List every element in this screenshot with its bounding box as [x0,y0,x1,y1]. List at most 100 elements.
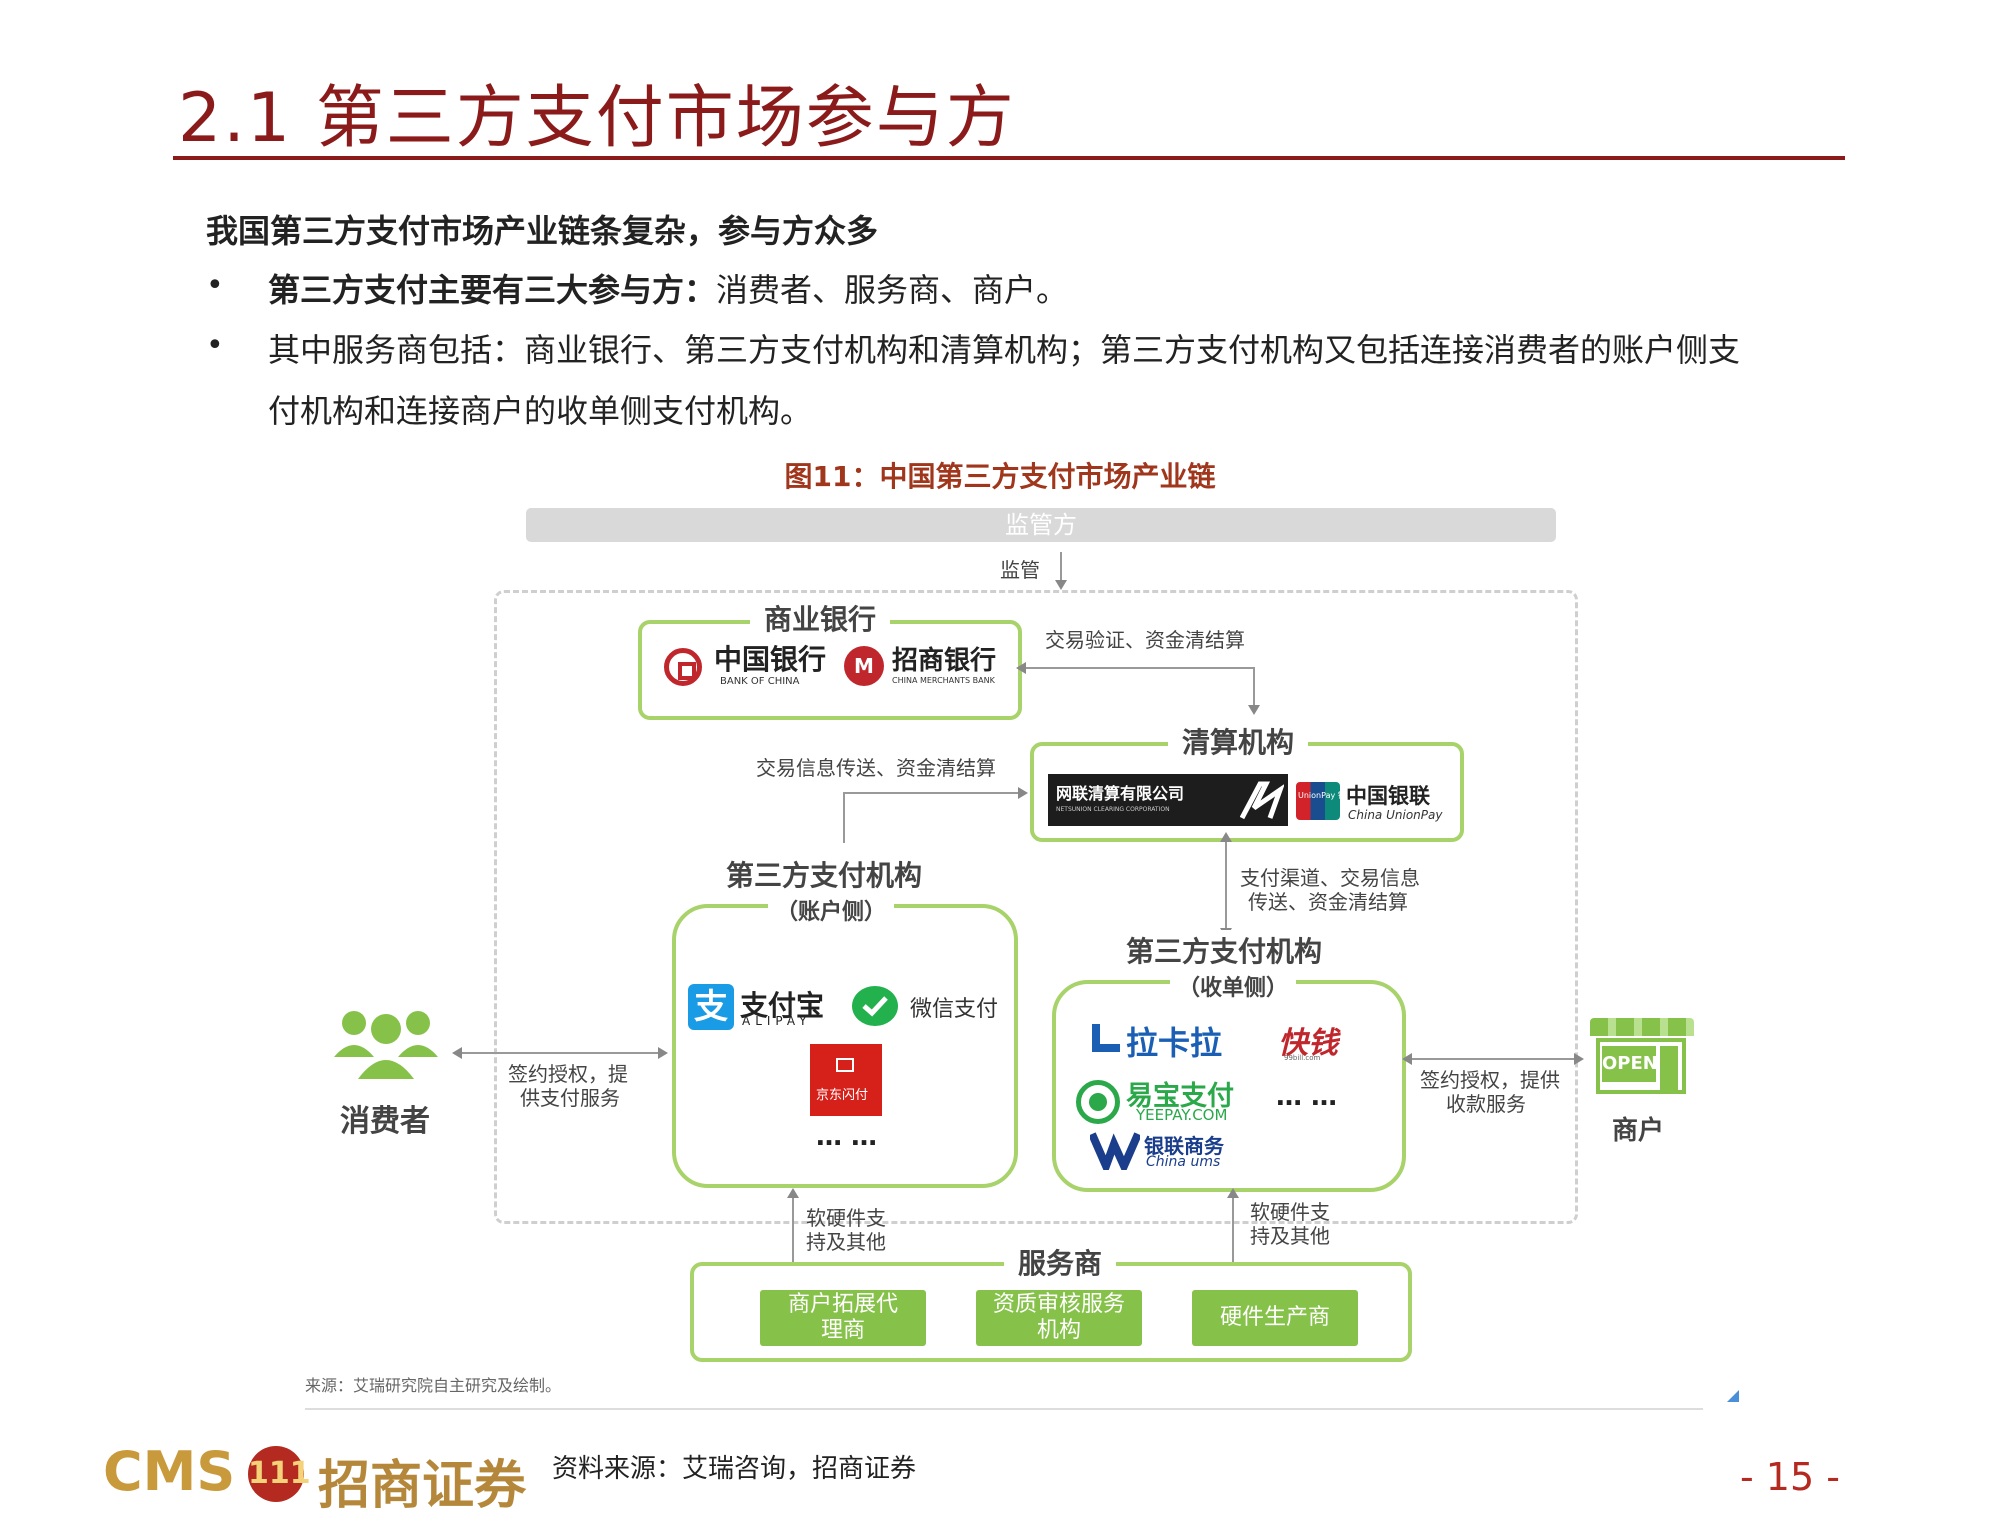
boc-name: 中国银行 [714,643,827,676]
yeepay-logo-icon [1076,1080,1120,1124]
bullet-2-line-1: 其中服务商包括：商业银行、第三方支付机构和清算机构；第三方支付机构又包括连接消费… [268,331,1741,369]
boc-logo-icon [664,648,702,686]
merchant-label: 商户 [1612,1116,1665,1146]
merchant-sign: OPEN [1602,1046,1658,1082]
page-number: - 15 - [1740,1455,1840,1499]
corner-mark-icon [1727,1390,1739,1402]
wechat-pay-name: 微信支付 [910,997,999,1022]
acquiring-side-box: 拉卡拉 快钱 99bill.com 易宝支付 YEEPAY.COM … … 银联… [1052,980,1406,1192]
cmb-name-en: CHINA MERCHANTS BANK [892,676,995,685]
arrow-up-icon [1220,832,1232,842]
commercial-bank-title: 商业银行 [750,598,891,638]
ellipsis: … … [816,1122,878,1152]
cmb-name: 招商银行 [892,646,997,676]
account-side-box: 支 支付宝 ALIPAY 微信支付 京东闪付 … … [672,904,1018,1188]
page-title: 2.1 第三方支付市场参与方 [178,79,1016,158]
arrow-down-icon [1248,705,1260,715]
bank-clearing-line [1026,667,1254,669]
industry-chain-frame [494,590,1578,1224]
yeepay-name: 易宝支付 [1126,1081,1234,1112]
alipay-logo-icon: 支 [688,984,734,1030]
unionpay-name: 中国银联 [1346,784,1430,808]
support-label-left-1: 软硬件支 [806,1206,886,1230]
arrow-left-icon [452,1047,462,1059]
cms-logo-text: CMS [103,1440,236,1503]
boc-name-en: BANK OF CHINA [720,676,800,687]
ellipsis: … … [1276,1082,1338,1112]
merchant-shop-icon: OPEN [1590,1018,1694,1098]
jd-pay-logo-icon: 京东闪付 [810,1044,882,1116]
bullet-2-line-2: 付机构和连接商户的收单侧支付机构。 [268,392,813,430]
alipay-name: 支付宝 [740,989,825,1022]
unionpay-name-en: China UnionPay [1348,808,1443,822]
arrow-right-icon [1018,787,1028,799]
arrow-up-icon [1227,1188,1239,1198]
alipay-name-en: ALIPAY [742,1014,812,1028]
service-item-agent: 商户拓展代 理商 [760,1290,926,1346]
data-source: 资料来源：艾瑞咨询，招商证券 [552,1454,917,1484]
lakala-logo-icon [1092,1024,1120,1052]
bullet-1-text: 消费者、服务商、商户。 [716,271,1069,309]
kuaiqian-name: 快钱 [1278,1026,1338,1061]
chinaums-logo-icon [1090,1132,1140,1170]
support-line-right [1232,1196,1234,1262]
acquiring-side-subtitle: （收单侧） [1170,970,1297,1002]
support-label-right-2: 持及其他 [1250,1224,1330,1248]
arrow-down-icon [1055,580,1067,590]
unionpay-logo-icon: UnionPay 银联 [1296,782,1354,820]
lakala-name: 拉卡拉 [1126,1024,1223,1062]
arrow-left-icon [1016,662,1026,674]
consumer-link-line [462,1052,658,1054]
consumer-label: 消费者 [340,1104,430,1139]
arrow-up-icon [787,1188,799,1198]
consumer-link-label-2: 供支付服务 [520,1086,620,1110]
account-clearing-line-v [843,793,845,843]
bullet-1: 第三方支付主要有三大参与方：消费者、服务商、商户。 [268,265,1068,311]
account-side-subtitle: （账户侧） [768,894,895,926]
wechat-pay-logo-icon [852,986,898,1026]
clearing-title: 清算机构 [1168,721,1309,761]
netsunion-name: 网联清算有限公司 [1056,784,1185,803]
account-clearing-label: 交易信息传送、资金清结算 [756,756,996,780]
merchant-link-line [1412,1058,1574,1060]
figure-title: 图11：中国第三方支付市场产业链 [784,460,1216,493]
unionpay-badge-text: UnionPay 银联 [1298,791,1354,800]
cms-logo-badge-icon: 111 [248,1446,311,1502]
regulator-bar: 监管方 [526,508,1556,542]
merchant-link-label-1: 签约授权，提供 [1420,1068,1560,1092]
account-side-title: 第三方支付机构 [712,854,937,894]
consumer-link-label-1: 签约授权，提 [508,1062,628,1086]
figure-source-note: 来源：艾瑞研究院自主研究及绘制。 [305,1376,562,1395]
bank-clearing-label: 交易验证、资金清结算 [1045,628,1245,652]
arrow-right-icon [658,1047,668,1059]
bank-clearing-line-v [1253,667,1255,707]
consumer-group-icon [334,1011,438,1079]
kuaiqian-name-en: 99bill.com [1284,1054,1321,1062]
title-divider [173,156,1845,160]
clearing-acquiring-label-1: 支付渠道、交易信息 [1240,866,1420,890]
support-label-left-2: 持及其他 [806,1230,886,1254]
bullet-marker: • [206,328,224,363]
netsunion-mark-icon [1240,781,1284,820]
service-providers-title: 服务商 [1004,1242,1117,1282]
support-line-left [792,1196,794,1262]
cms-logo-name: 招商证券 [318,1456,527,1516]
acquiring-side-title: 第三方支付机构 [1112,930,1337,970]
chinaums-name: 银联商务 [1144,1134,1224,1158]
netsunion-logo: 网联清算有限公司 NETSUNION CLEARING CORPORATION [1048,774,1288,826]
account-clearing-line [843,792,1018,794]
arrow-left-icon [1402,1053,1412,1065]
bullet-1-bold: 第三方支付主要有三大参与方： [268,271,717,309]
netsunion-name-en: NETSUNION CLEARING CORPORATION [1056,806,1170,813]
figure-bottom-divider [305,1408,1703,1410]
clearing-acquiring-line [1225,840,1227,932]
yeepay-name-en: YEEPAY.COM [1136,1106,1228,1124]
jd-pay-name: 京东闪付 [816,1088,869,1103]
service-item-audit: 资质审核服务 机构 [976,1290,1142,1346]
regulate-line [1060,552,1062,582]
merchant-link-label-2: 收款服务 [1446,1092,1526,1116]
support-label-right-1: 软硬件支 [1250,1200,1330,1224]
lead-heading: 我国第三方支付市场产业链条复杂，参与方众多 [206,212,879,250]
clearing-acquiring-label-2: 传送、资金清结算 [1248,890,1408,914]
chinaums-name-en: China ums [1146,1154,1221,1170]
